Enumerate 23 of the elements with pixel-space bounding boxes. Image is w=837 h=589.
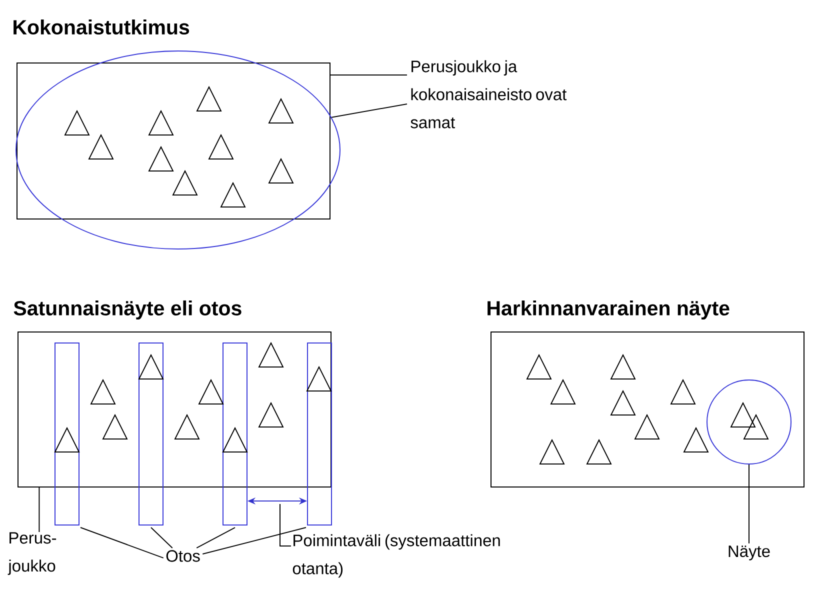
panel-heading: Kokonaistutkimus — [14, 19, 190, 35]
leader-line — [38, 487, 40, 532]
sample-bar — [222, 342, 248, 526]
leader-line — [330, 74, 408, 76]
leader-line — [80, 527, 164, 558]
sample-bar — [54, 342, 80, 526]
panel-heading: Satunnaisnäyte eli otos — [14, 300, 242, 320]
panel-heading: Harkinnanvarainen näyte — [488, 300, 730, 320]
leader-line — [331, 104, 408, 118]
leader-line — [748, 464, 750, 544]
leader-line — [196, 527, 236, 548]
leader-line — [150, 527, 173, 548]
leader-label: Poimintaväli (systemaattinen otanta) — [292, 534, 500, 578]
leader-line — [280, 504, 292, 546]
sample-bar — [307, 342, 332, 526]
leader-label: Näyte — [728, 546, 770, 560]
population-ellipse — [16, 50, 340, 250]
sample-circle — [706, 380, 792, 464]
leader-label: Perus- joukko — [8, 532, 56, 575]
leader-label: Perusjoukko ja kokonaisaineisto ovat samat — [410, 60, 567, 128]
sample-bar — [138, 342, 164, 526]
leader-label: Otos — [166, 550, 200, 562]
leader-line — [202, 527, 306, 554]
